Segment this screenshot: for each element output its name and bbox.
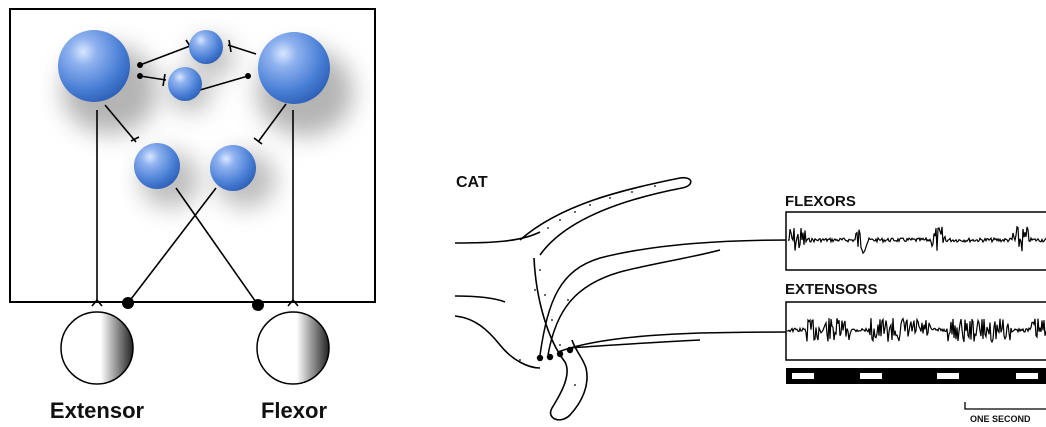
step-cycle-bar [786, 368, 1046, 384]
neuron-small-top [189, 30, 223, 64]
extensor-muscle [61, 312, 133, 384]
time-scale-bar [965, 402, 1046, 409]
extensor-label: Extensor [50, 398, 145, 423]
neuron-small-middle [168, 67, 202, 101]
extensors-label: EXTENSORS [785, 281, 878, 298]
flexor-wire-2 [548, 250, 720, 355]
neuron-large-left [58, 30, 130, 102]
interneuron-left [134, 143, 180, 189]
electrode-wires [540, 240, 790, 355]
flexor-muscle [257, 312, 329, 384]
cpg-model-panel: Extensor Flexor [10, 9, 375, 423]
flexor-label: Flexor [261, 398, 327, 423]
flexor-wire [540, 240, 790, 355]
neuron-large-right [258, 32, 330, 104]
cat-belly [455, 296, 505, 302]
cat-label: CAT [456, 174, 488, 191]
interneuron-right [210, 145, 256, 191]
cat-recording-panel: CAT [455, 174, 1046, 424]
flexors-label: FLEXORS [785, 193, 856, 210]
cat-lower-belly [455, 316, 540, 368]
cat-tail [520, 178, 691, 255]
electrode-tips [537, 347, 573, 361]
scale-label: ONE SECOND [970, 414, 1031, 424]
